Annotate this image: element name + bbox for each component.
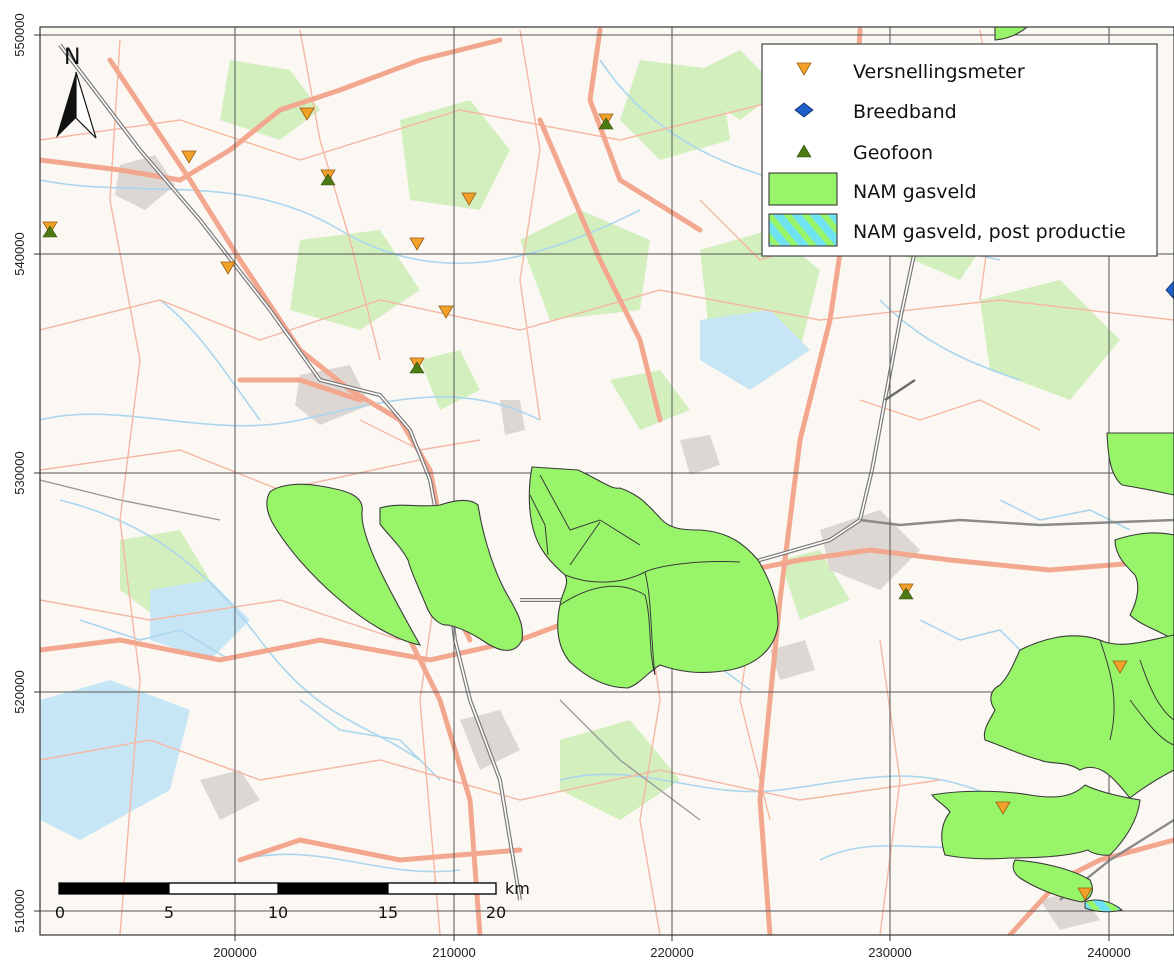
x-tick-label: 240000 xyxy=(1087,945,1130,960)
legend-label: Versnellingsmeter xyxy=(853,61,1025,83)
station-breedband[interactable] xyxy=(1165,280,1174,300)
post-production-swatch-icon xyxy=(768,213,838,247)
accelerometer-icon xyxy=(796,62,812,76)
gasveld-7[interactable] xyxy=(931,784,1141,860)
gasveld-9[interactable] xyxy=(994,0,1045,41)
legend: Versnellingsmeter Breedband Geofoon NAM … xyxy=(761,43,1158,257)
station-versnellingsmeter[interactable] xyxy=(220,261,236,275)
x-tick-label: 200000 xyxy=(213,945,256,960)
station-geofoon[interactable] xyxy=(320,173,336,186)
y-tick-label: 510000 xyxy=(12,889,27,932)
north-arrow: N xyxy=(56,45,97,139)
tick-marks xyxy=(34,34,1110,941)
gasveld-4[interactable] xyxy=(1106,432,1174,496)
y-axis-labels: 550000 540000 530000 520000 510000 xyxy=(12,13,27,932)
station-geofoon[interactable] xyxy=(409,361,425,374)
gasveld-1[interactable] xyxy=(266,483,422,646)
station-versnellingsmeter[interactable] xyxy=(438,305,454,319)
broadband-icon xyxy=(794,102,814,118)
gasveld-2[interactable] xyxy=(379,499,523,651)
y-tick-label: 520000 xyxy=(12,670,27,713)
station-versnellingsmeter[interactable] xyxy=(995,801,1011,815)
station-versnellingsmeter[interactable] xyxy=(181,150,197,164)
legend-item-post-productie: NAM gasveld, post productie xyxy=(768,213,1126,247)
legend-label: NAM gasveld, post productie xyxy=(853,221,1126,243)
scale-label: 20 xyxy=(486,903,506,922)
gasveld-5[interactable] xyxy=(1114,532,1174,641)
scale-bar: km 0 5 10 15 20 xyxy=(55,879,530,922)
legend-item-versnellingsmeter: Versnellingsmeter xyxy=(796,61,1025,83)
legend-label: Breedband xyxy=(853,101,957,123)
y-tick-label: 550000 xyxy=(12,13,27,56)
station-geofoon[interactable] xyxy=(598,117,614,130)
geophone-icon xyxy=(796,144,812,158)
scale-label: 0 xyxy=(55,903,65,922)
gasveld-post-productie[interactable] xyxy=(1084,899,1124,913)
legend-label: NAM gasveld xyxy=(853,181,977,203)
gasveld-6[interactable] xyxy=(983,634,1174,799)
y-tick-label: 540000 xyxy=(12,232,27,275)
gasveld-3[interactable] xyxy=(528,466,779,689)
legend-item-breedband: Breedband xyxy=(794,101,957,123)
scale-label: 5 xyxy=(164,903,174,922)
north-arrow-icon xyxy=(56,72,76,138)
x-tick-label: 210000 xyxy=(432,945,475,960)
station-versnellingsmeter[interactable] xyxy=(1112,660,1128,674)
map-frame xyxy=(39,26,1174,936)
station-geofoon[interactable] xyxy=(898,587,914,600)
gasfields xyxy=(266,0,1174,913)
station-versnellingsmeter[interactable] xyxy=(461,192,477,206)
station-versnellingsmeter[interactable] xyxy=(299,107,315,121)
station-versnellingsmeter[interactable] xyxy=(409,237,425,251)
north-label: N xyxy=(64,45,80,70)
scale-unit: km xyxy=(505,879,530,898)
station-geofoon[interactable] xyxy=(42,225,58,238)
x-tick-label: 230000 xyxy=(868,945,911,960)
scale-label: 10 xyxy=(268,903,288,922)
stations xyxy=(42,107,1174,901)
water-areas xyxy=(40,310,810,840)
legend-item-gasveld: NAM gasveld xyxy=(768,172,977,206)
legend-label: Geofoon xyxy=(853,142,933,164)
gasveld-8[interactable] xyxy=(1012,859,1093,903)
x-axis-labels: 200000 210000 220000 230000 240000 xyxy=(213,945,1130,960)
scale-label: 15 xyxy=(378,903,398,922)
y-tick-label: 530000 xyxy=(12,451,27,494)
legend-item-geofoon: Geofoon xyxy=(796,142,933,164)
x-tick-label: 220000 xyxy=(650,945,693,960)
station-versnellingsmeter[interactable] xyxy=(1077,887,1093,901)
gasfield-swatch-icon xyxy=(768,172,838,206)
